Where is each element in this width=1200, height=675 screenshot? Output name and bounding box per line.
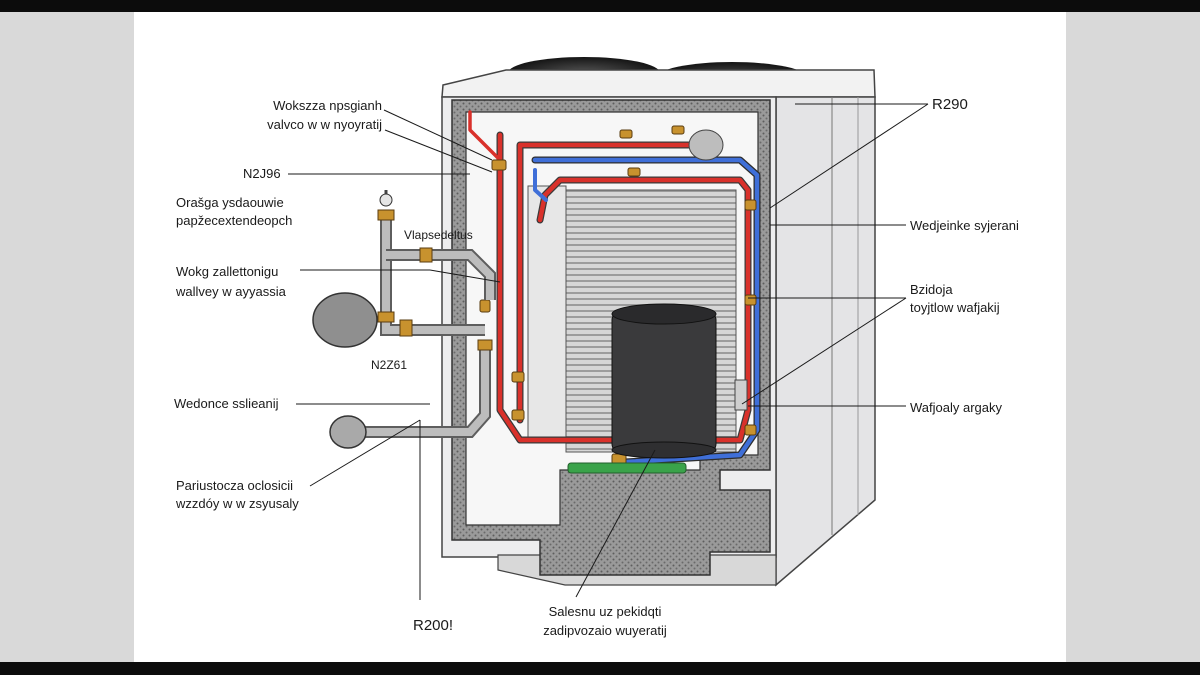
label-right-2a: Bzidoja [910,282,953,297]
label-refrigerant-bottom: R200! [413,617,454,634]
label-shutoff-valve-1: Wokg zallettonigu [176,264,279,279]
label-compressor-1: Salesnu uz pekidqti [548,604,662,619]
label-expansion: Vlapsedeltus [404,228,473,242]
label-refrigerant-mid: N2Z61 [371,358,408,372]
compressor [611,303,717,459]
label-shutoff-valve-2: wallvey w ayyassia [176,284,286,299]
side-panel-left [0,12,134,662]
base-heater [567,462,687,474]
label-valve-top-1: Wokszza npsgianh [273,98,382,113]
side-panel-right [1066,12,1200,662]
label-compressor-2: zadipvozaio wuyeratij [543,623,667,638]
label-service-port-2: papžecextendeopch [176,213,293,228]
label-refrigerant-left: N2J96 [243,166,281,181]
leader-lines [288,103,929,600]
label-drain-1: Pariustocza oclosicii [176,478,294,493]
label-right-3: Wafjoaly argaky [910,400,1002,415]
valve-fittings [479,125,757,465]
label-drain-2: wzzdóy w w zsyusaly [176,496,299,511]
label-inlet: Wedonce sslieanij [174,396,279,411]
letterbox-top [0,0,1200,12]
label-right-2b: toyjtlow wafjakij [910,300,1000,315]
external-service-pipes [312,190,496,449]
letterbox-bottom [0,662,1200,675]
label-valve-top-2: valvco w w nyoyratij [267,117,382,132]
label-refrigerant-r290: R290 [932,96,968,113]
label-service-port-1: Orašga ysdaouwie [176,195,284,210]
label-right-1: Wedjeinke syjerani [910,218,1019,233]
